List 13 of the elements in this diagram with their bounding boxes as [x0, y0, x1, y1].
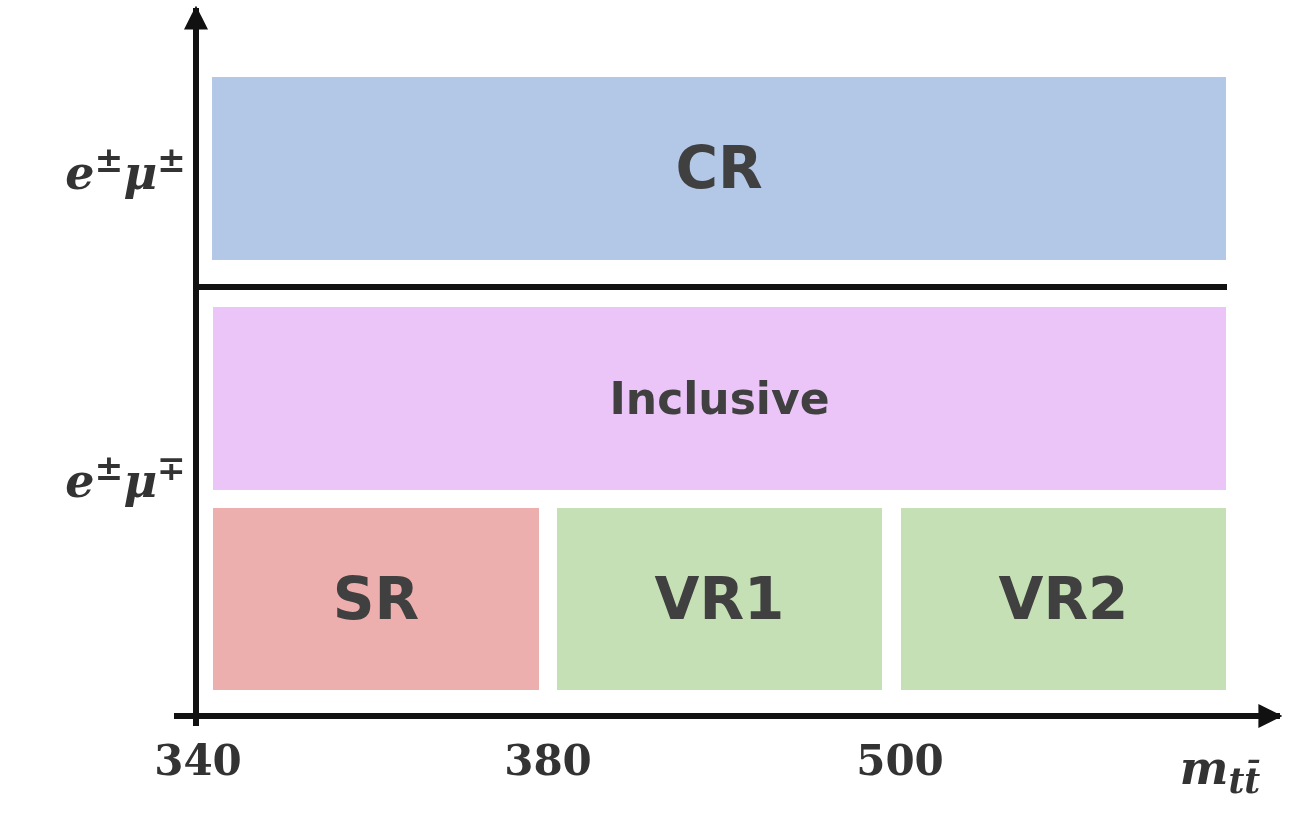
- region-box: [901, 508, 1226, 690]
- tick-label: 500: [855, 740, 945, 782]
- region-label: Inclusive: [609, 371, 830, 426]
- region-label: VR1: [654, 563, 785, 635]
- region-box: [557, 508, 882, 690]
- region-box: [213, 307, 1226, 490]
- region-label: VR2: [998, 563, 1129, 635]
- region-box: [212, 77, 1226, 260]
- region-label: SR: [332, 563, 420, 635]
- region-label: CR: [675, 133, 763, 204]
- region-box: [213, 508, 539, 690]
- tick-label: 340: [153, 740, 243, 782]
- tick-label: 380: [503, 740, 593, 782]
